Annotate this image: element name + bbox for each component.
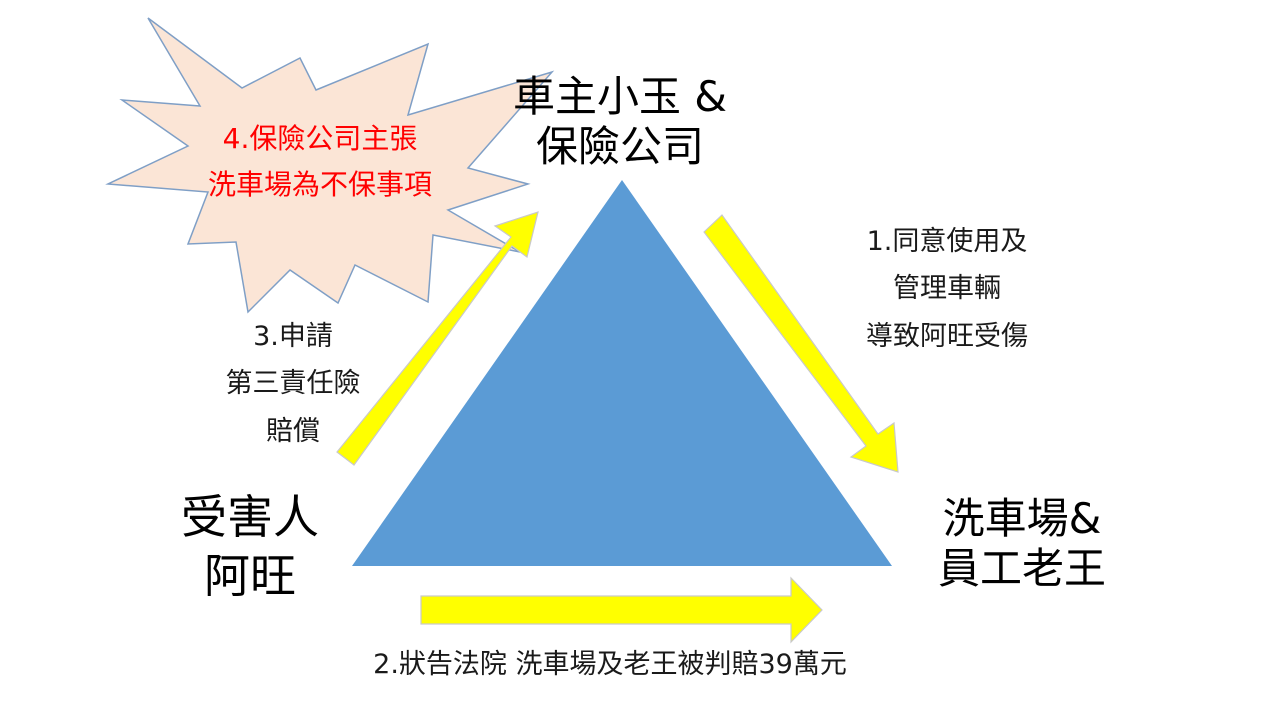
step4-burst-note: 4.保險公司主張 洗車場為不保事項 bbox=[182, 116, 458, 208]
arrow-step2 bbox=[420, 576, 823, 644]
party-left-victim: 受害人 阿旺 bbox=[160, 488, 340, 606]
arrow-step3 bbox=[336, 211, 539, 466]
step2-note: 2.狀告法院 洗車場及老王被判賠39萬元 bbox=[330, 646, 890, 684]
step1-line-2: 管理車輛 bbox=[893, 273, 1001, 305]
party-top-line-2: 保險公司 bbox=[535, 121, 704, 171]
relationship-triangle bbox=[352, 180, 892, 566]
step4-line-2: 洗車場為不保事項 bbox=[207, 168, 432, 202]
party-left-line-1: 受害人 bbox=[181, 490, 319, 544]
step3-line-3: 賠償 bbox=[266, 415, 320, 447]
party-top-line-1: 車主小玉 & bbox=[512, 72, 728, 121]
party-top-owner-insurer: 車主小玉 & 保險公司 bbox=[490, 72, 750, 171]
party-right-line-1: 洗車場& bbox=[942, 494, 1102, 543]
step1-line-1: 1.同意使用及 bbox=[866, 226, 1028, 257]
step1-note: 1.同意使用及 管理車輛 導致阿旺受傷 bbox=[832, 218, 1062, 360]
arrow-step1 bbox=[703, 214, 899, 473]
step2-line: 2.狀告法院 洗車場及老王被判賠39萬元 bbox=[373, 649, 847, 680]
step4-line-1: 4.保險公司主張 bbox=[222, 122, 418, 155]
party-right-line-2: 員工老王 bbox=[937, 543, 1106, 593]
party-left-line-2: 阿旺 bbox=[204, 548, 296, 603]
step1-line-3: 導致阿旺受傷 bbox=[866, 320, 1028, 352]
step3-note: 3.申請 第三責任險 賠償 bbox=[198, 313, 388, 455]
party-right-carwash: 洗車場& 員工老王 bbox=[912, 494, 1132, 593]
explosion-burst-shape bbox=[105, 17, 555, 314]
step3-line-1: 3.申請 bbox=[253, 321, 333, 352]
step3-line-2: 第三責任險 bbox=[225, 368, 361, 400]
